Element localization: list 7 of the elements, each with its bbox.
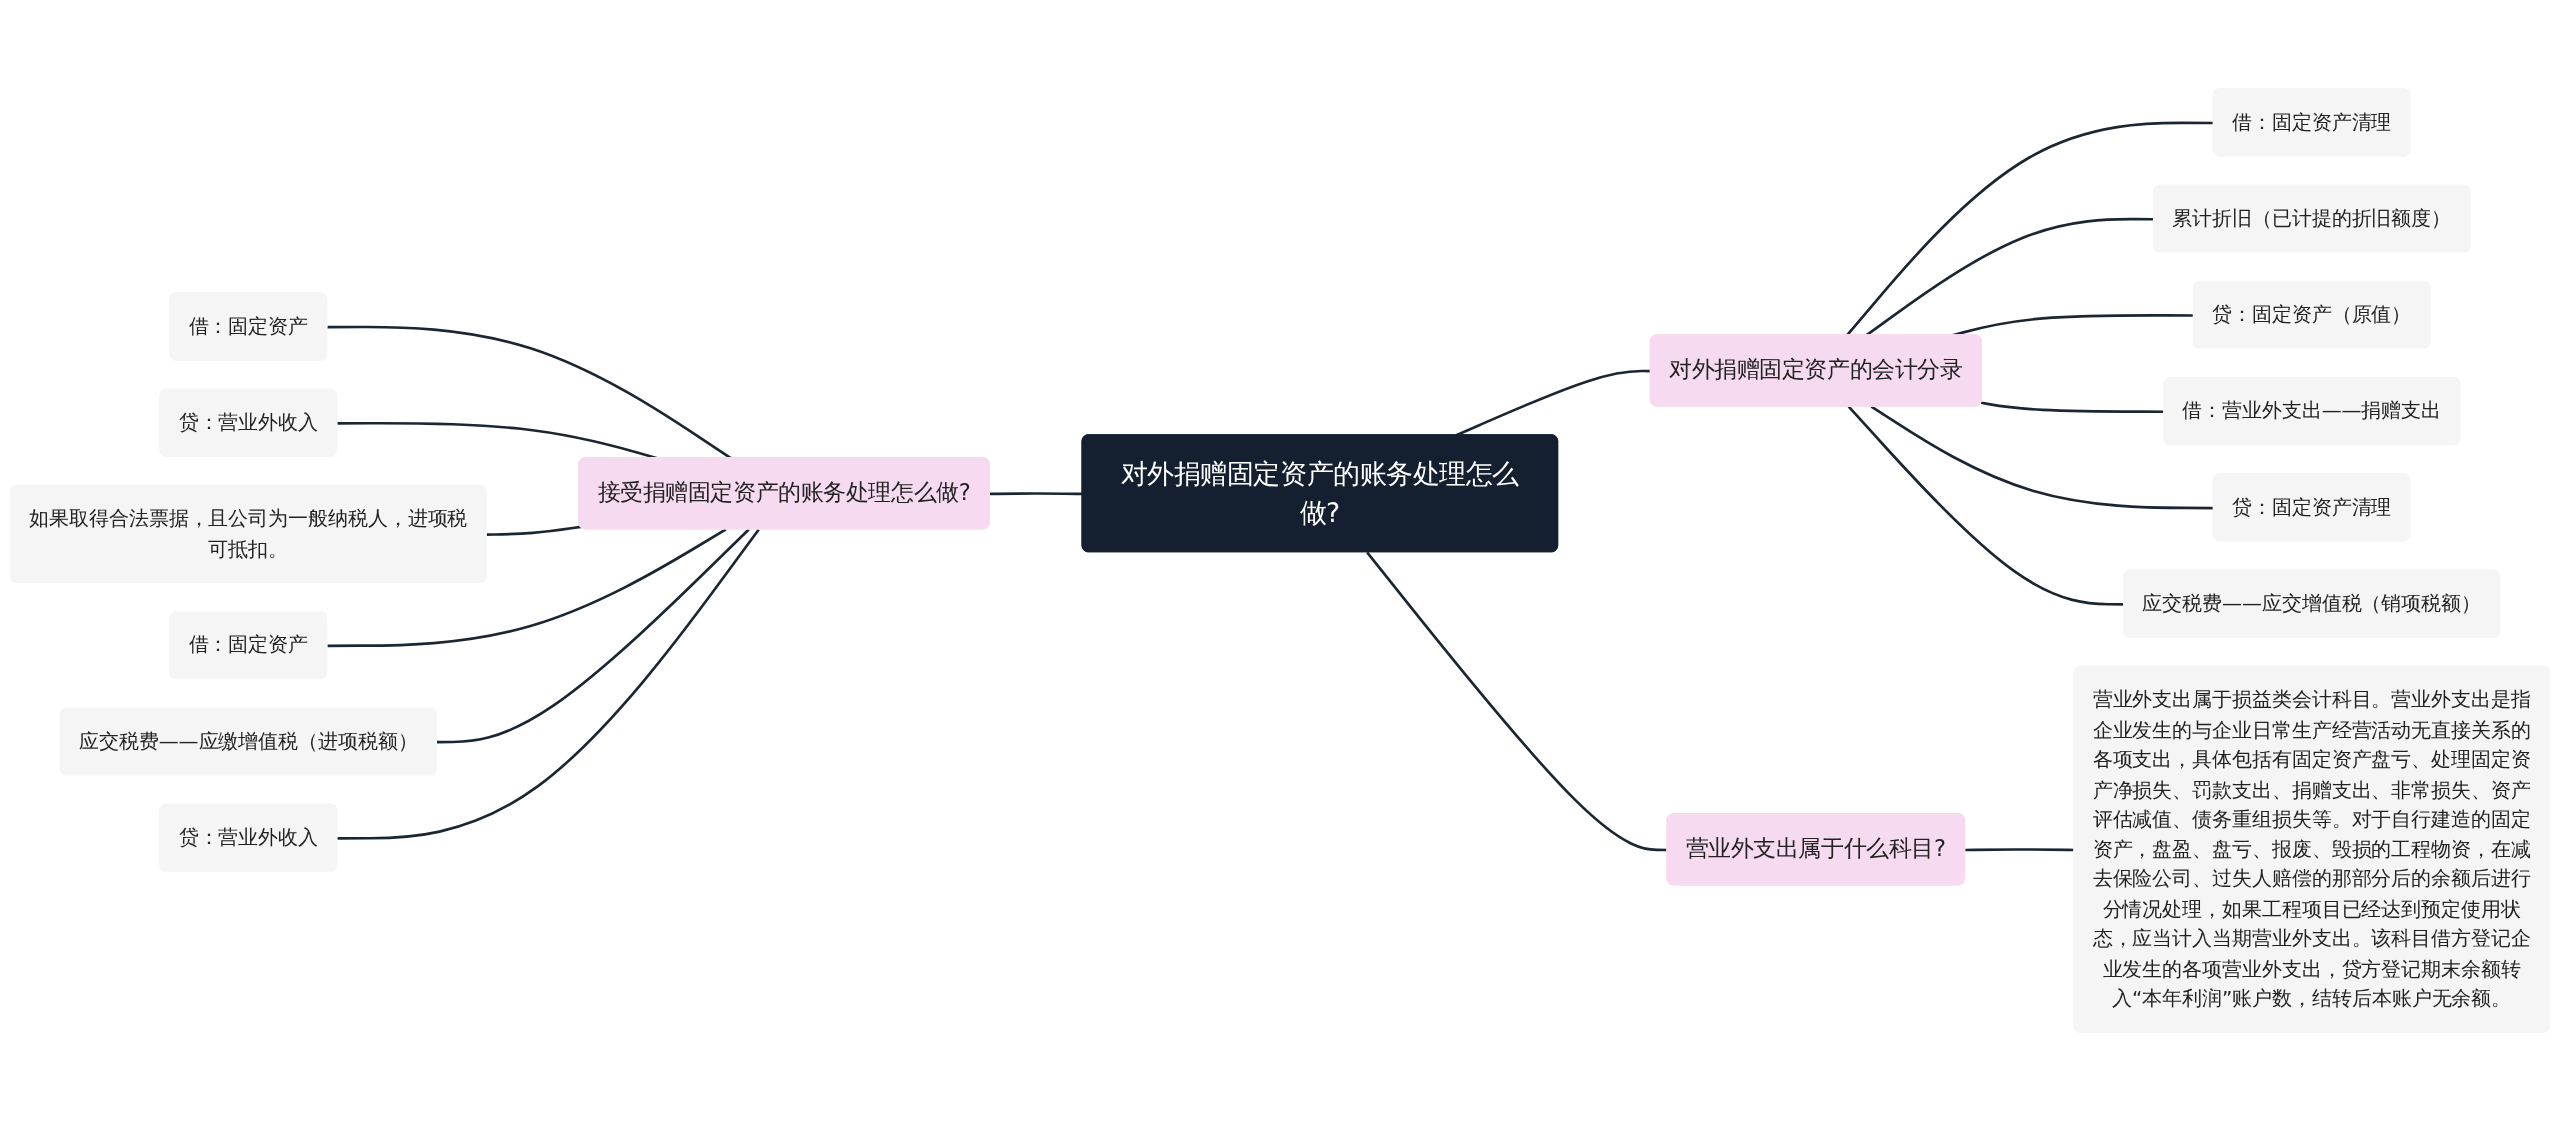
connector (436, 528, 750, 744)
connector (1366, 551, 1668, 852)
connector (337, 528, 760, 840)
connector (327, 528, 727, 648)
connector (1965, 848, 2075, 852)
connector (989, 492, 1083, 496)
connector (486, 525, 582, 536)
